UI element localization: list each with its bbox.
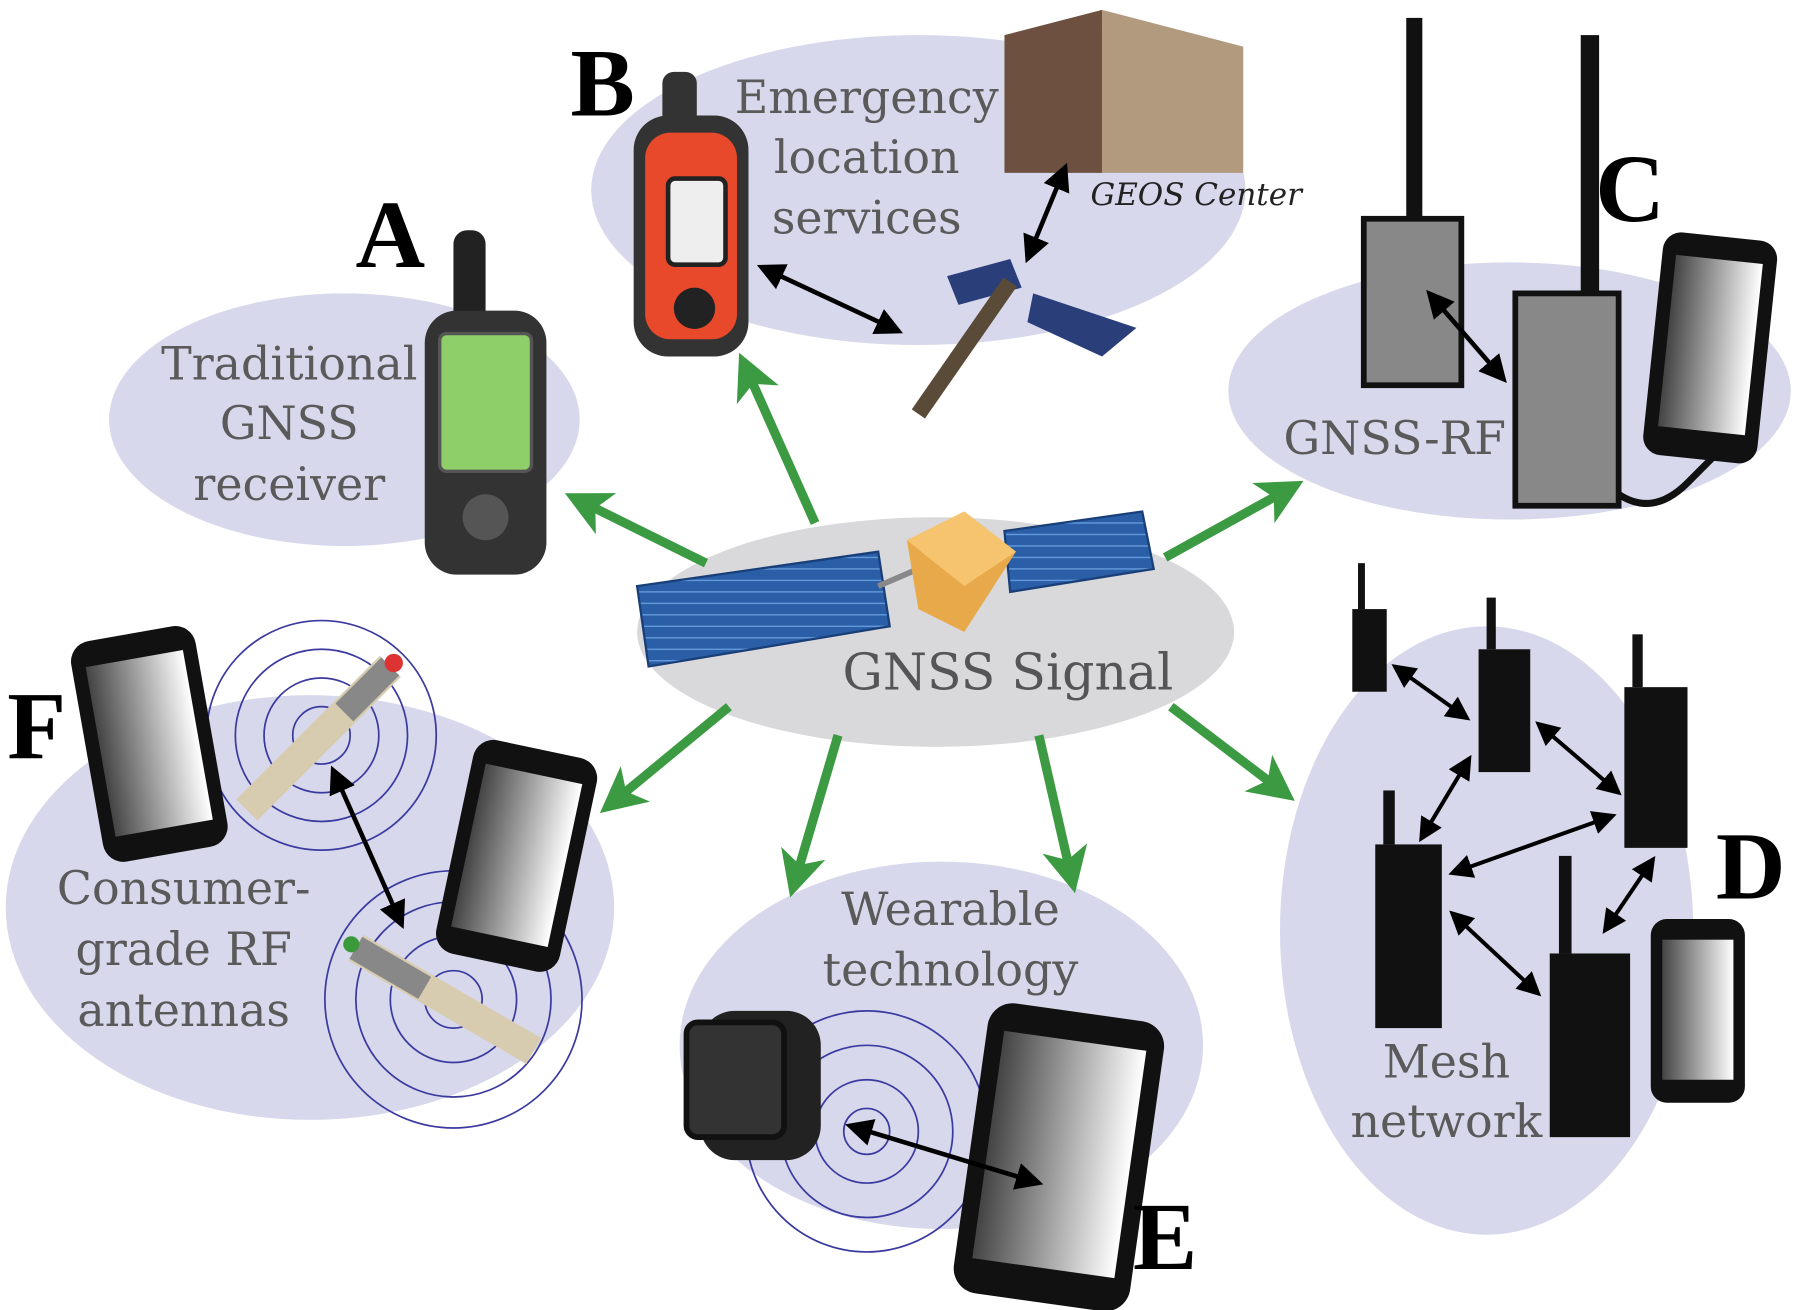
arrow-to-c	[1162, 480, 1304, 562]
link-arrow	[1426, 289, 1507, 383]
label-c: GNSS-RF	[1283, 411, 1506, 465]
building-icon	[1004, 9, 1244, 173]
label-e-line2: technology	[823, 943, 1079, 997]
arrow-to-e-left	[781, 734, 843, 898]
letter-a: A	[355, 181, 425, 288]
label-d-line1: Mesh	[1383, 1034, 1510, 1088]
arrow-to-a	[564, 493, 709, 568]
label-b-line1: Emergency	[735, 70, 999, 124]
label-d-line2: network	[1350, 1094, 1543, 1148]
label-b-line2: location	[774, 130, 960, 184]
label-f-line3: antennas	[77, 983, 290, 1037]
gps-receiver-icon	[424, 230, 547, 575]
label-e-line1: Wearable	[841, 882, 1060, 936]
smartphone-icon	[1643, 232, 1778, 464]
link-arrow	[756, 264, 904, 335]
link-arrow	[1023, 162, 1070, 264]
arrow-to-e-right	[1034, 734, 1088, 894]
label-a-line2: GNSS	[220, 396, 359, 450]
smartwatch-icon	[683, 1010, 821, 1161]
link-arrow	[845, 1119, 1044, 1190]
smartphone-icon	[435, 739, 598, 972]
letter-f: F	[7, 672, 66, 779]
smartphone-icon	[1650, 919, 1745, 1103]
satellite-icon	[635, 510, 1156, 668]
label-a-line3: receiver	[193, 457, 385, 511]
signal-arrows	[564, 352, 1304, 898]
center-label: GNSS Signal	[843, 642, 1174, 701]
letter-b: B	[571, 29, 635, 136]
label-b-line3: services	[772, 191, 962, 245]
arrow-to-d	[1168, 703, 1295, 801]
arrow-to-f	[599, 703, 732, 814]
label-a-line1: Traditional	[161, 336, 417, 390]
mesh-links	[1391, 664, 1656, 997]
label-f-line1: Consumer-	[57, 861, 311, 915]
geos-center-label: GEOS Center	[1090, 177, 1304, 213]
smartphone-icon	[953, 1003, 1165, 1310]
rescue-satellite-icon	[911, 258, 1137, 419]
rf-antenna-icon	[236, 653, 542, 1064]
letter-c: C	[1595, 135, 1665, 242]
link-arrow	[329, 765, 406, 929]
label-f-line2: grade RF	[76, 922, 292, 976]
letter-d: D	[1716, 812, 1786, 919]
satellite-messenger-icon	[633, 71, 749, 357]
smartphone-icon	[70, 626, 228, 862]
arrow-to-b	[736, 352, 820, 525]
walkie-talkie-icons	[1352, 563, 1688, 1138]
letter-e: E	[1133, 1183, 1197, 1290]
